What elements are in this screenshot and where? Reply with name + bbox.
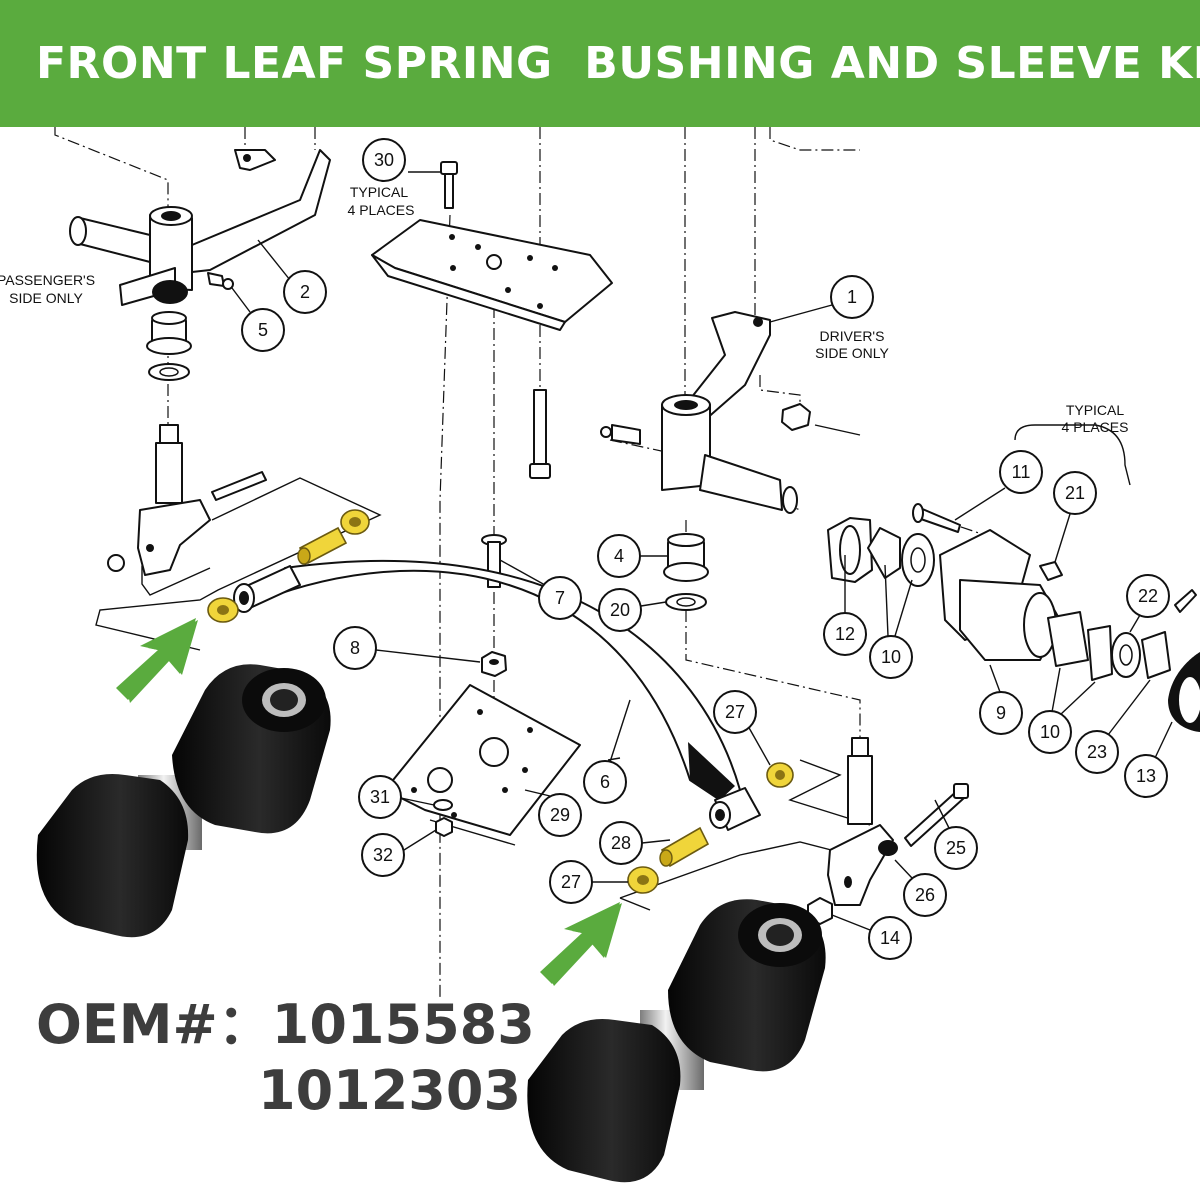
passenger-steering-arm [69,149,331,306]
diagram-notes: TYPICAL 4 PLACES PASSENGER'S SIDE ONLY D… [0,184,1128,435]
spindle-bushing-right [663,533,709,611]
callout-27-label: 27 [725,702,745,722]
oem-number-primary: OEM#：1015583 [36,993,535,1056]
grease-fitting-5 [207,272,234,290]
note-typical-hub-line2: 4 PLACES [1062,419,1129,435]
callout-10-label: 10 [881,647,901,667]
top-mounting-plate [371,219,613,331]
note-typical-30-line1: TYPICAL [350,184,409,200]
title-banner: FRONT LEAF SPRING BUSHING AND SLEEVE KIT [0,0,1200,127]
callout-21-label: 21 [1065,483,1085,503]
callout-25-label: 25 [946,838,966,858]
callout-1-label: 1 [847,287,857,307]
callout-4-label: 4 [614,546,624,566]
callout-20-label: 20 [610,600,630,620]
exploded-parts-diagram: 30 2 5 1 11 21 4 7 20 [0,127,1200,1183]
callout-31-label: 31 [370,787,390,807]
bolt-30 [440,161,458,209]
oem-number-secondary: 1012303 [258,1059,522,1122]
callout-2-label: 2 [300,282,310,302]
washer-nut-31-32 [433,799,453,837]
green-arrow-icon [116,618,198,703]
callouts: 30 2 5 1 11 21 4 7 20 [231,138,1173,960]
bushing-photo-icon-2 [527,899,826,1183]
spindle-bushing-left [146,311,192,381]
callout-8-label: 8 [350,638,360,658]
note-driver-line2: SIDE ONLY [815,345,889,361]
callout-26-label: 26 [915,885,935,905]
callout-13-label: 13 [1136,766,1156,786]
callout-32-label: 32 [373,845,393,865]
callout-6-label: 6 [600,772,610,792]
long-bolt [529,389,551,479]
bushing-photo-icon [36,664,331,938]
page-title: FRONT LEAF SPRING BUSHING AND SLEEVE KIT [36,38,1200,89]
nut-8 [481,651,507,677]
green-arrow-icon-2 [540,902,622,986]
callout-22-label: 22 [1138,586,1158,606]
passenger-kingpin [107,424,267,576]
callout-27b-label: 27 [561,872,581,892]
callout-5-label: 5 [258,320,268,340]
callout-23-label: 23 [1087,742,1107,762]
callout-29-label: 29 [550,805,570,825]
note-passenger-line2: SIDE ONLY [9,290,83,306]
callout-9-label: 9 [996,703,1006,723]
callout-12-label: 12 [835,624,855,644]
highlighted-kit-parts [207,509,794,894]
callout-30 [362,138,406,182]
leaf-spring [233,559,761,831]
callout-28-label: 28 [611,833,631,853]
callout-10b-label: 10 [1040,722,1060,742]
oem-numbers: OEM#：1015583 1012303 [36,992,535,1124]
note-typical-hub-line1: TYPICAL [1066,402,1125,418]
note-passenger-line1: PASSENGER'S [0,272,95,288]
callout-30-label: 30 [374,150,394,170]
callout-11-label: 11 [1012,462,1031,482]
callout-7-label: 7 [555,588,565,608]
note-driver-line1: DRIVER'S [820,328,885,344]
front-hub-assembly [827,503,1200,732]
note-typical-30-line2: 4 PLACES [348,202,415,218]
callout-14-label: 14 [880,928,900,948]
driver-steering-arm [600,311,861,514]
lower-mounting-plate [384,684,581,846]
